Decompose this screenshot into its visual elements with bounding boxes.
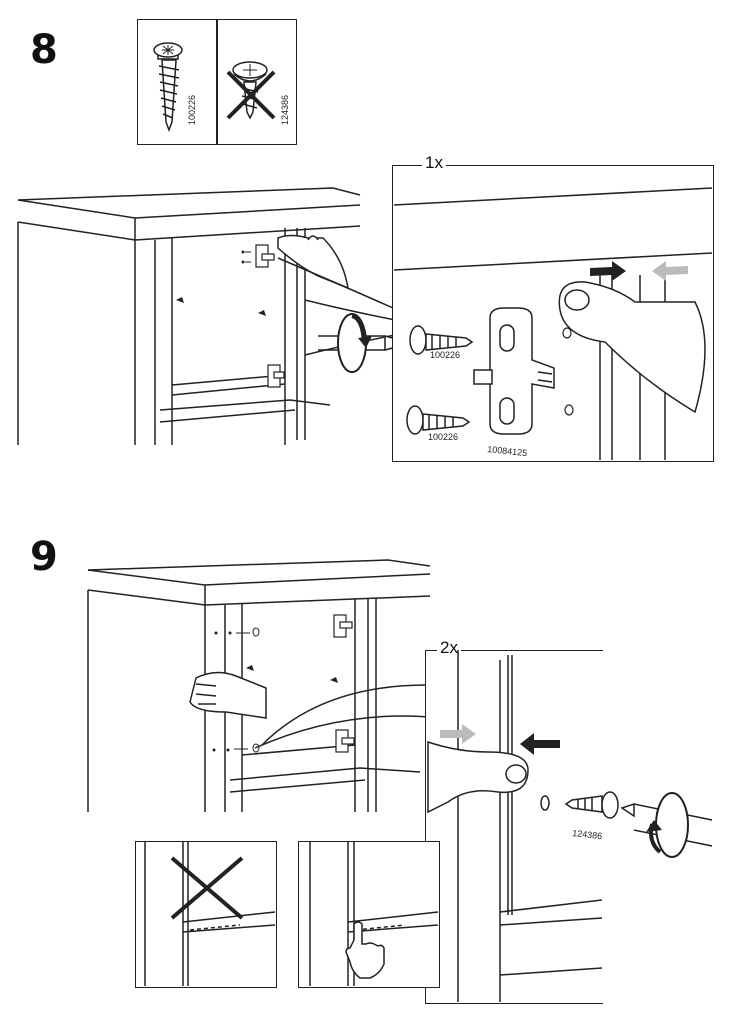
screw-100226-icon	[406, 325, 474, 435]
parts-divider	[216, 20, 218, 144]
pointing-hand-icon	[345, 921, 385, 979]
step-number-9: 9	[30, 534, 58, 580]
forbidden-screw-code: 124386	[280, 95, 290, 125]
screwdriver-clockwise-icon	[620, 792, 713, 858]
step-number-8: 8	[30, 27, 58, 73]
cross-mark-icon	[170, 856, 244, 920]
finger-icon	[558, 281, 706, 414]
hinge-plate-icon	[473, 307, 555, 435]
detail-screw-code-1: 100226	[430, 350, 460, 360]
hand-icon	[189, 671, 267, 719]
screw-124386-icon	[564, 795, 603, 813]
hand-icon	[277, 234, 349, 290]
detail-quantity-label: 2x	[437, 639, 461, 656]
push-arrow-icon	[440, 724, 560, 755]
cross-mark-icon	[226, 70, 276, 120]
allowed-screw-code: 100226	[187, 95, 197, 125]
detail-screw-code: 124386	[572, 828, 603, 841]
hinge-plate-code: 10084125	[487, 444, 528, 458]
detail-pointer	[261, 684, 428, 746]
detail-pointer	[277, 257, 394, 309]
detail-screw-code-2: 100226	[428, 432, 458, 442]
push-arrow-icon	[590, 261, 688, 281]
finger-icon	[427, 740, 529, 814]
screw-100226-icon	[153, 42, 183, 133]
detail-box-step9	[425, 650, 603, 1004]
detail-quantity-label: 1x	[422, 154, 446, 171]
